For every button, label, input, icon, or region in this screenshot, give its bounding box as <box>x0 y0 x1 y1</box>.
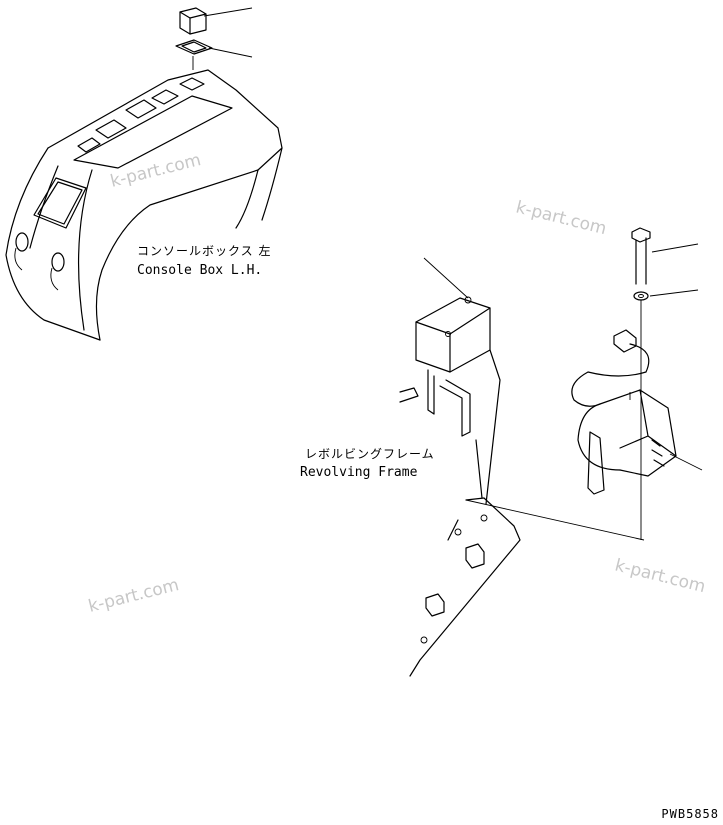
horn-unit <box>571 329 703 495</box>
watermark-1: k-part.com <box>108 150 203 192</box>
watermark-4: k-part.com <box>613 555 708 597</box>
frame-plate <box>409 497 645 677</box>
watermark-2: k-part.com <box>514 197 609 239</box>
console-box <box>5 69 283 341</box>
console-box-label-en: Console Box L.H. <box>137 263 263 278</box>
frame-bracket <box>399 257 501 505</box>
watermark-3: k-part.com <box>86 575 181 617</box>
switch-gasket-part <box>175 39 253 70</box>
revolving-frame-label-en: Revolving Frame <box>300 465 418 480</box>
drawing-code: PWB5858 <box>661 807 719 821</box>
washer-part <box>633 289 699 540</box>
bolt-part <box>631 227 699 285</box>
console-box-label-jp: コンソールボックス 左 <box>137 244 272 258</box>
switch-cap-part <box>179 7 253 35</box>
revolving-frame-label-jp: レボルビングフレーム <box>305 447 435 461</box>
